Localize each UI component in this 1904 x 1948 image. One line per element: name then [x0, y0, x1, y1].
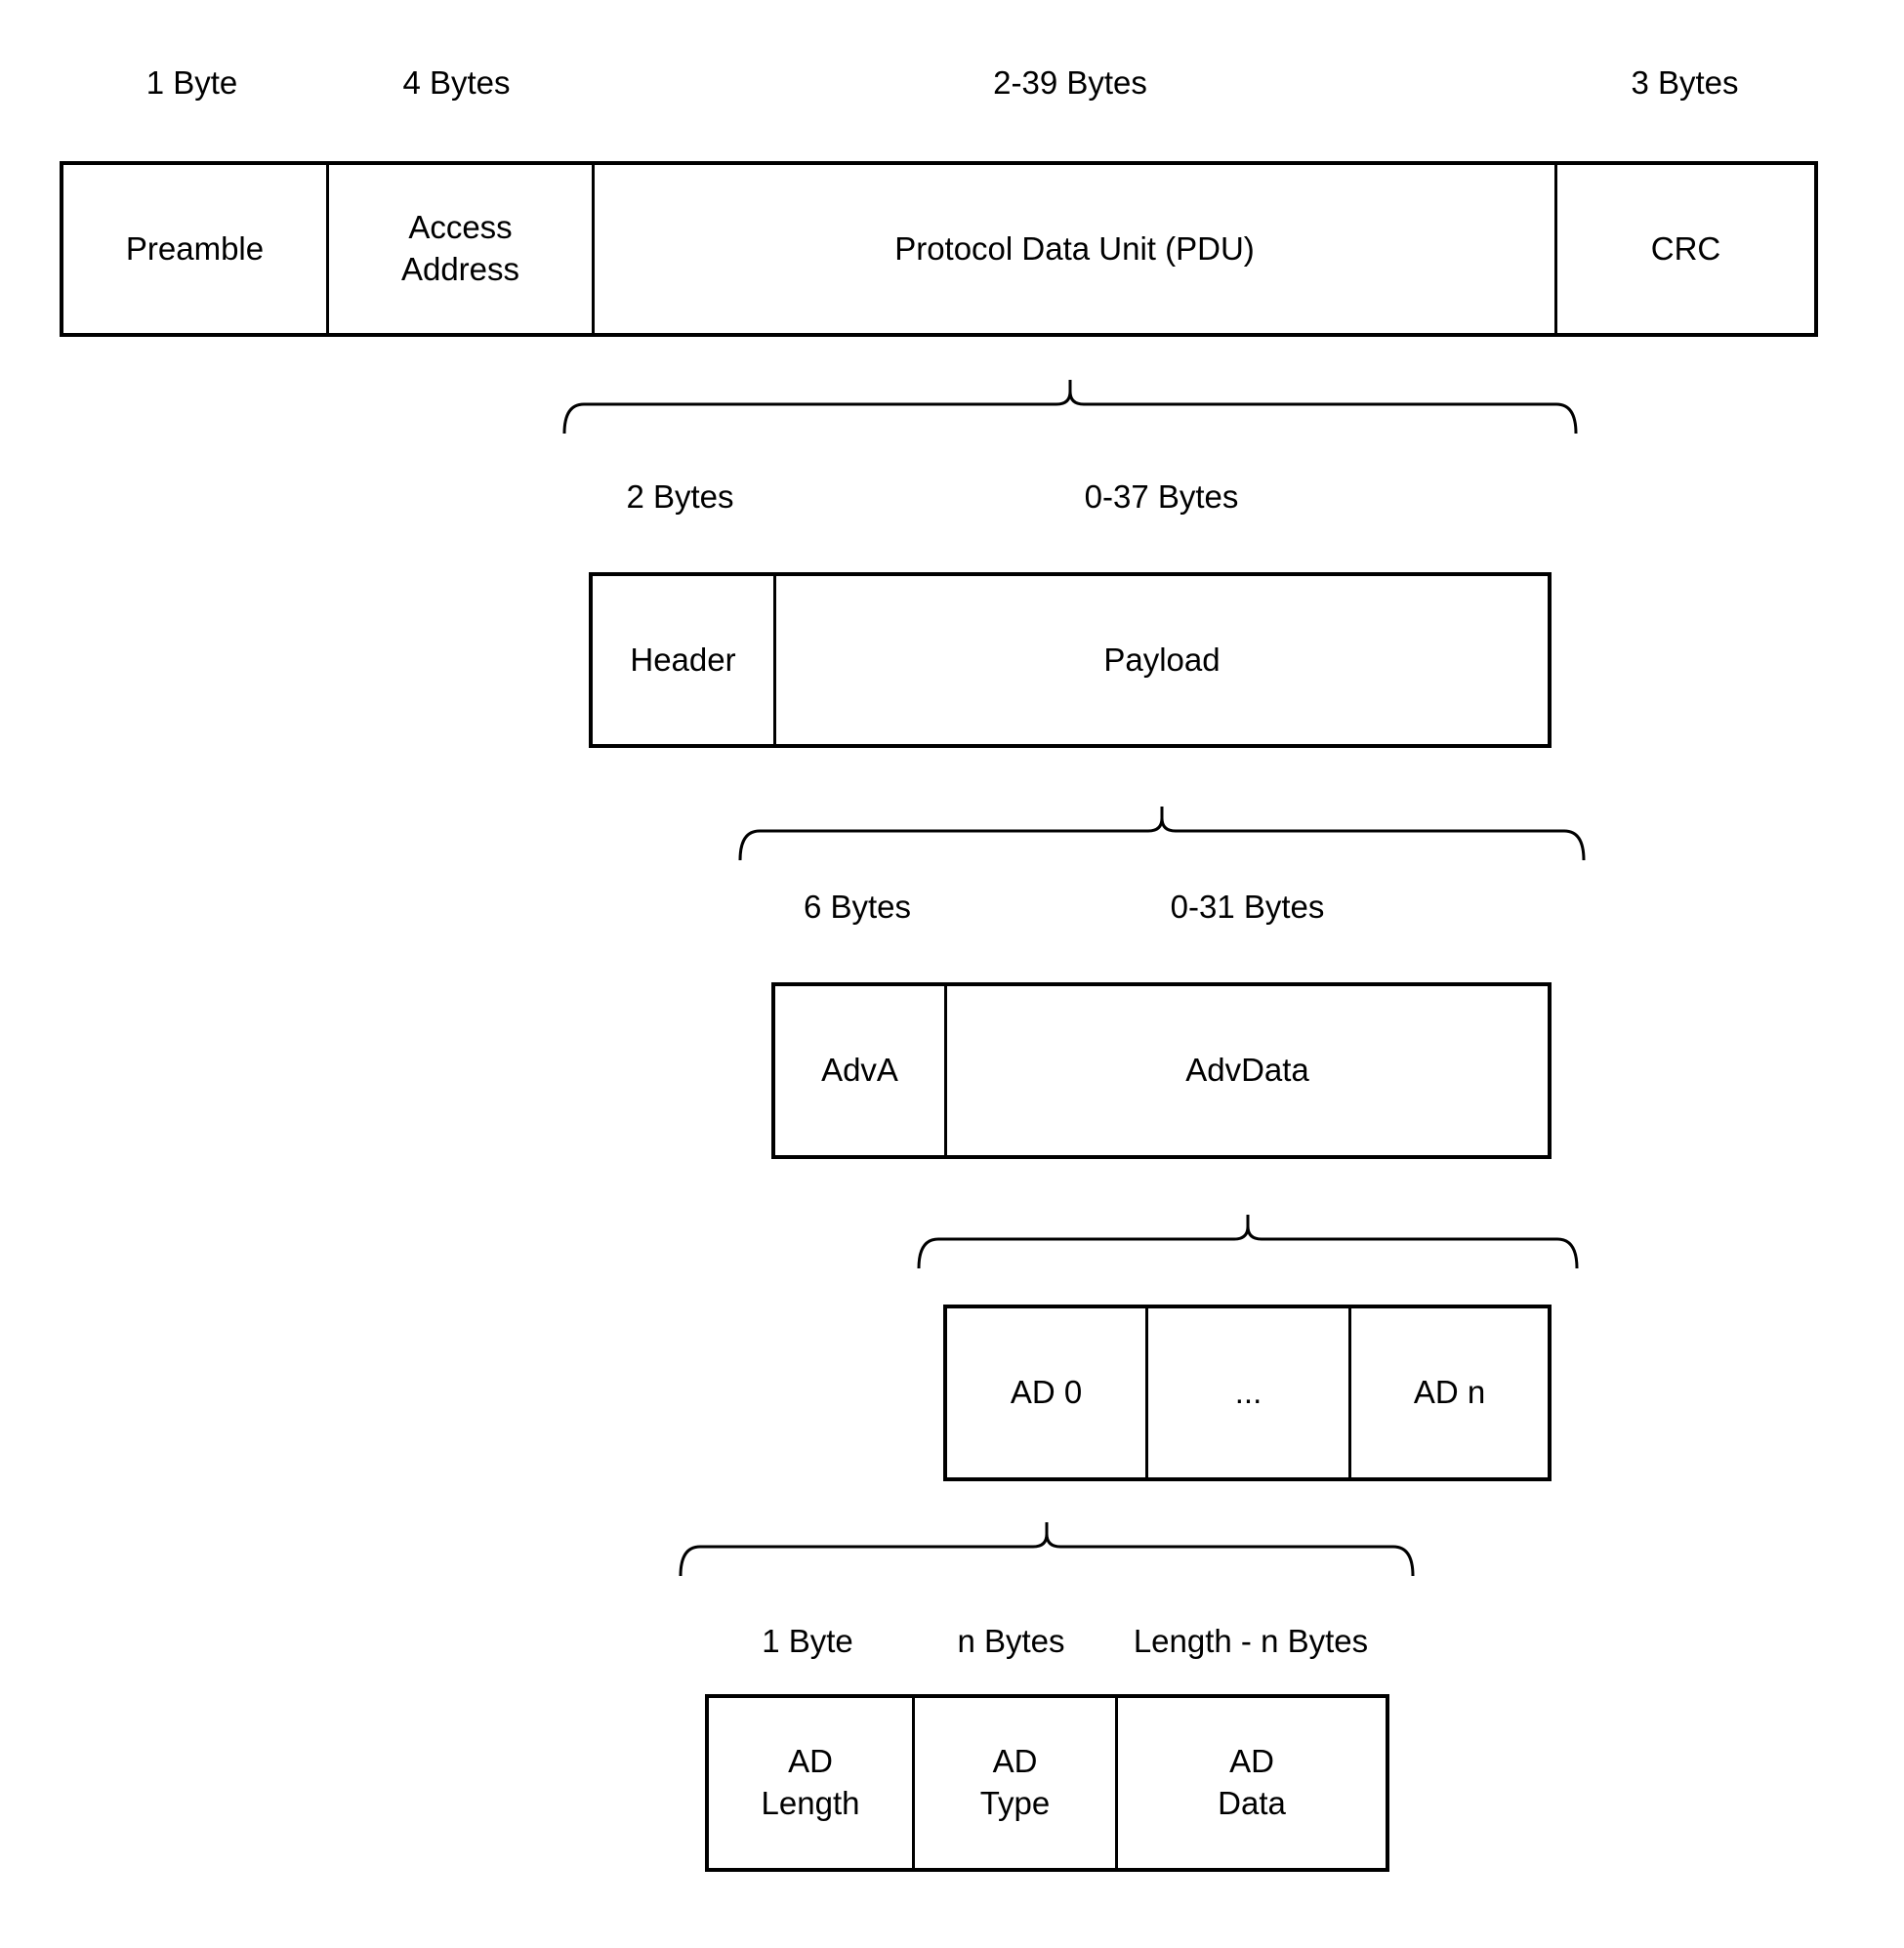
ad-type-label: AD Type	[979, 1743, 1051, 1821]
advdata-row: AD 0 ... AD n	[943, 1305, 1552, 1481]
ad-n-label: AD n	[1413, 1374, 1486, 1411]
header-label: Header	[630, 641, 736, 678]
cell-ad-data: AD Data	[1115, 1698, 1386, 1868]
ad-structure-row: AD Length AD Type AD Data	[705, 1694, 1389, 1872]
payload-label: Payload	[1103, 641, 1221, 678]
size-label-payload: 0-37 Bytes	[1084, 478, 1239, 515]
adva-label: AdvA	[821, 1052, 898, 1089]
size-label-ad-length: 1 Byte	[762, 1623, 853, 1659]
cell-ad-type: AD Type	[912, 1698, 1115, 1868]
size-label-adva: 6 Bytes	[803, 889, 912, 925]
ad-ellipsis-label: ...	[1234, 1374, 1262, 1411]
size-label-header: 2 Bytes	[626, 478, 734, 515]
brace-ad0-expansion	[679, 1522, 1415, 1577]
payload-row: AdvA AdvData	[771, 982, 1552, 1159]
cell-advdata: AdvData	[944, 986, 1548, 1155]
brace-pdu-expansion	[562, 380, 1578, 435]
preamble-label: Preamble	[125, 229, 265, 267]
brace-payload-expansion	[738, 807, 1586, 861]
size-label-preamble: 1 Byte	[145, 64, 238, 101]
pdu-label: Protocol Data Unit (PDU)	[894, 229, 1255, 267]
size-label-advdata: 0-31 Bytes	[1170, 889, 1325, 925]
advdata-label: AdvData	[1185, 1052, 1309, 1089]
cell-ad-n: AD n	[1348, 1308, 1548, 1477]
ad-data-label: AD Data	[1218, 1743, 1286, 1821]
cell-header: Header	[593, 576, 773, 744]
ad-0-label: AD 0	[1010, 1374, 1083, 1411]
ad-length-label: AD Length	[761, 1743, 860, 1821]
size-label-pdu: 2-39 Bytes	[993, 64, 1147, 101]
brace-advdata-expansion	[917, 1215, 1579, 1269]
size-label-crc: 3 Bytes	[1631, 64, 1739, 101]
cell-ad-length: AD Length	[709, 1698, 912, 1868]
cell-ad-0: AD 0	[947, 1308, 1145, 1477]
cell-access-address: Access Address	[326, 165, 592, 333]
pdu-row: Header Payload	[589, 572, 1552, 748]
cell-ad-ellipsis: ...	[1145, 1308, 1348, 1477]
cell-pdu: Protocol Data Unit (PDU)	[592, 165, 1554, 333]
cell-crc: CRC	[1554, 165, 1814, 333]
access-address-label: Access Address	[400, 209, 520, 287]
cell-preamble: Preamble	[63, 165, 326, 333]
size-label-ad-type: n Bytes	[957, 1623, 1065, 1659]
cell-adva: AdvA	[775, 986, 944, 1155]
cell-payload: Payload	[773, 576, 1548, 744]
packet-row: Preamble Access Address Protocol Data Un…	[60, 161, 1818, 337]
size-label-ad-data: Length - n Bytes	[1133, 1623, 1369, 1659]
size-label-access-address: 4 Bytes	[402, 64, 511, 101]
crc-label: CRC	[1650, 229, 1721, 267]
